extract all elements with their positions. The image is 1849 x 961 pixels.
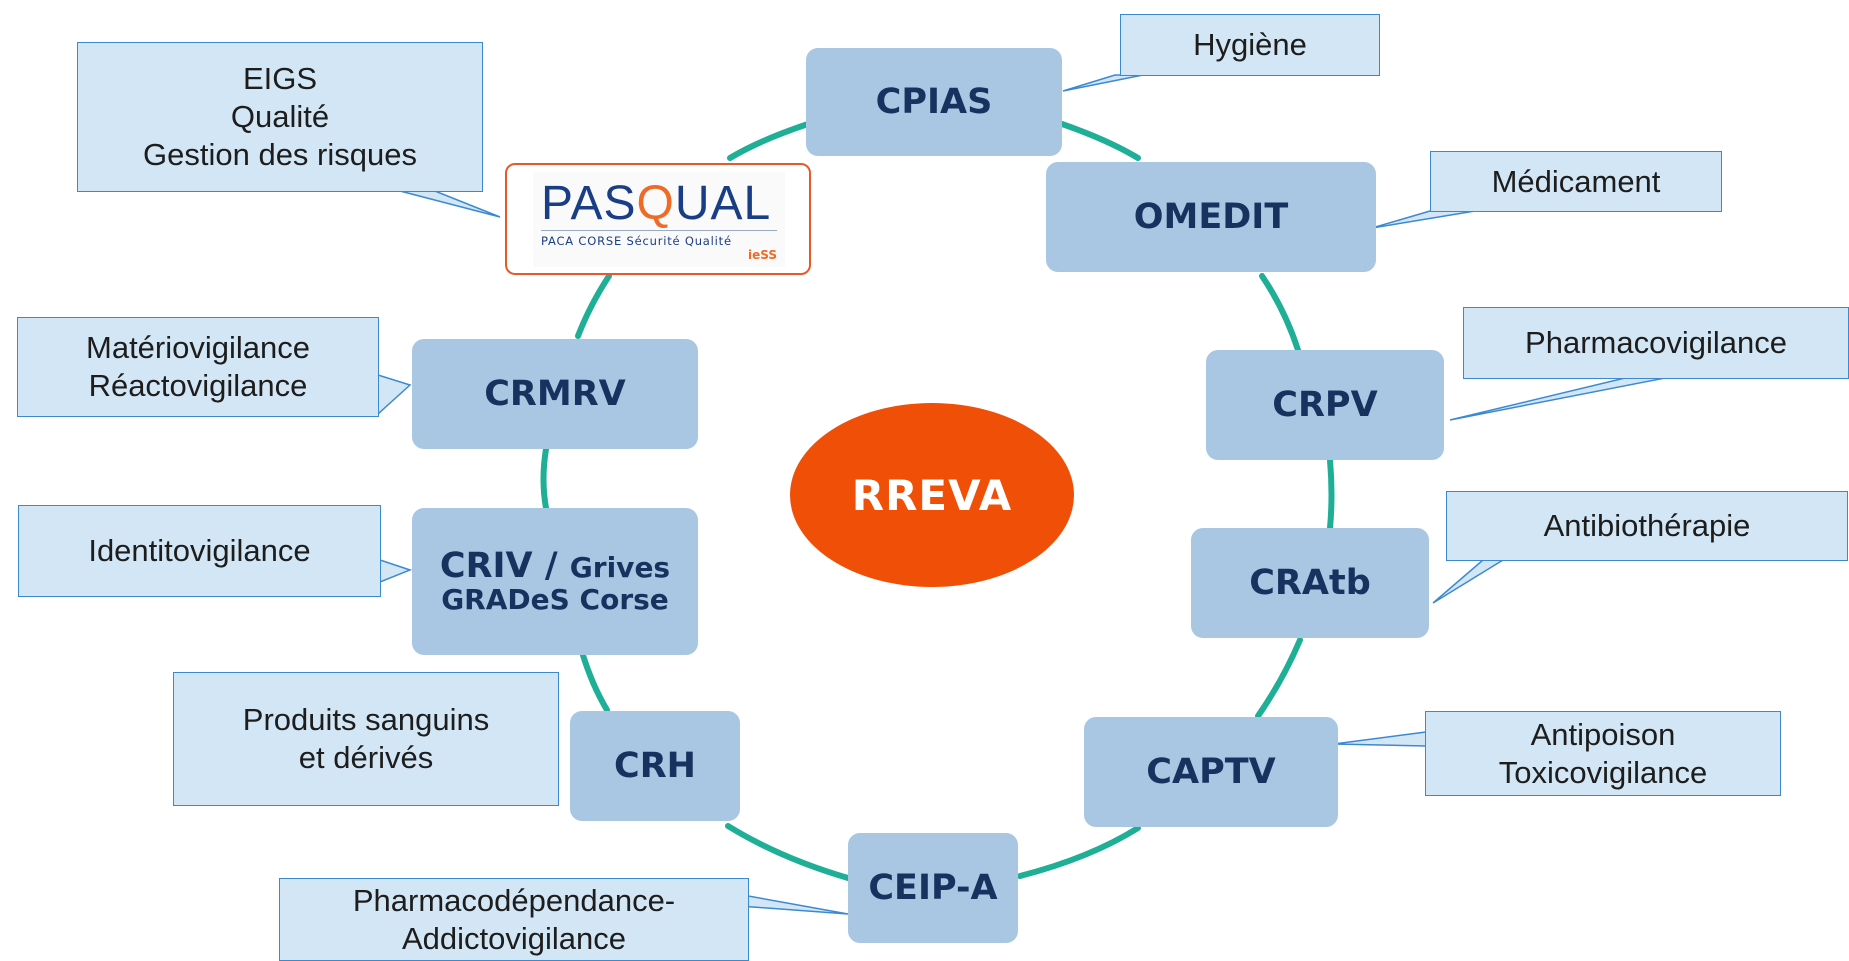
callout-eigs: EIGS Qualité Gestion des risques <box>77 42 483 192</box>
iess-mark: ieSS <box>748 248 777 262</box>
callout-pharmacodependance: Pharmacodépendance- Addictovigilance <box>279 878 749 961</box>
ring-segment-captv-ceipa <box>1017 825 1141 879</box>
node-cpias: CPIAS <box>806 48 1062 156</box>
pointer-identitovigilance <box>379 558 413 584</box>
criv-line-2: GRADeS Corse <box>441 583 669 617</box>
node-ceipa: CEIP-A <box>848 833 1018 943</box>
callout-medicament: Médicament <box>1430 151 1722 212</box>
center-rreva: RREVA <box>790 403 1074 587</box>
callout-produits-sanguins: Produits sanguins et dérivés <box>173 672 559 806</box>
callout-antibiotherapie: Antibiothérapie <box>1446 491 1848 561</box>
ring-segment-crpv-cratb <box>1327 457 1335 531</box>
ring-segment-omedit-crpv <box>1259 273 1301 353</box>
node-crh: CRH <box>570 711 740 821</box>
callout-hygiene: Hygiène <box>1120 14 1380 76</box>
pointer-materiovigilance <box>377 373 412 416</box>
node-crpv: CRPV <box>1206 350 1444 460</box>
pasqual-subtitle: PACA CORSE Sécurité Qualité <box>541 234 732 248</box>
callout-materiovigilance: Matériovigilance Réactovigilance <box>17 317 379 417</box>
pointer-antipoison <box>1333 731 1427 747</box>
node-cratb: CRAtb <box>1191 528 1429 638</box>
pasqual-wordmark: PASQUAL <box>541 177 772 230</box>
ring-segment-crmrv-pasqual <box>575 273 612 339</box>
pointer-eigs <box>399 190 501 218</box>
node-criv: CRIV / Grives GRADeS Corse <box>412 508 698 655</box>
callout-antipoison: Antipoison Toxicovigilance <box>1425 711 1781 796</box>
pasqual-logo: PASQUAL PACA CORSE Sécurité Qualité ieSS <box>533 172 785 267</box>
criv-line-1: CRIV / Grives <box>439 546 671 587</box>
callout-identitovigilance: Identitovigilance <box>18 505 381 597</box>
ring-segment-pasqual-cpias <box>727 121 811 161</box>
ring-segment-crh-criv <box>579 649 610 713</box>
node-crmrv: CRMRV <box>412 339 698 449</box>
pointer-pharmacovigilance <box>1449 377 1666 421</box>
ring-segment-criv-crmrv <box>540 446 549 511</box>
logo-divider <box>541 230 777 231</box>
node-omedit: OMEDIT <box>1046 162 1376 272</box>
callout-pharmacovigilance: Pharmacovigilance <box>1463 307 1849 379</box>
ring-segment-cpias-omedit <box>1059 121 1141 161</box>
pointer-hygiene <box>1062 74 1144 92</box>
ring-segment-cratb-captv <box>1255 637 1303 719</box>
pasqual-logo-box: PASQUAL PACA CORSE Sécurité Qualité ieSS <box>505 163 811 275</box>
ring-segment-ceipa-crh <box>725 823 851 881</box>
node-captv: CAPTV <box>1084 717 1338 827</box>
pointer-antibiotherapie <box>1432 559 1506 604</box>
pointer-medicament <box>1371 210 1476 229</box>
